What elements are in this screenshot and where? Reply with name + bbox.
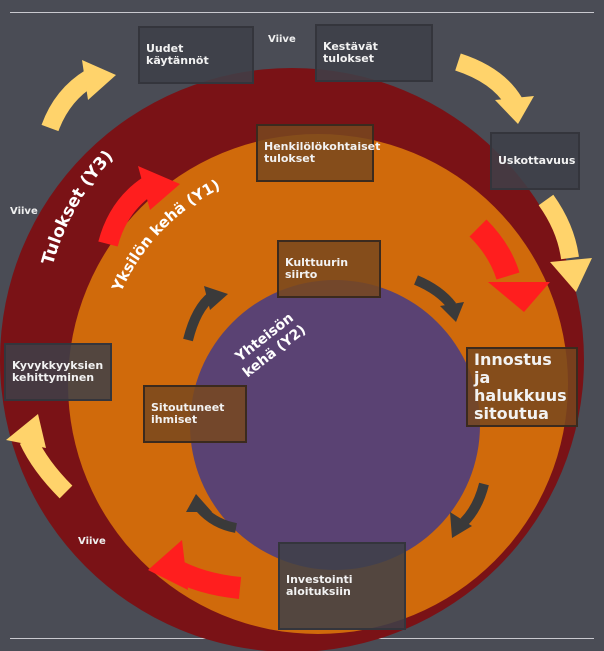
dark-arrow-bottom-left <box>186 494 238 533</box>
box-uudet-kaytannot: Uudet käytännöt <box>138 26 254 84</box>
top-divider <box>10 12 594 13</box>
box-kyvykkyyksien-kehittyminen: Kyvykkyyksien kehittyminen <box>4 343 112 401</box>
dark-arrow-top <box>183 286 228 342</box>
delay-label-left: Viive <box>10 206 38 217</box>
red-arrow-bottom-left <box>148 540 242 599</box>
box-sitoutuneet-ihmiset: Sitoutuneet ihmiset <box>143 385 247 443</box>
dark-arrow-right <box>450 482 489 538</box>
red-arrow-right <box>469 219 550 312</box>
yellow-arrow-top-left <box>41 60 116 132</box>
dark-arrow-top-right <box>414 275 464 322</box>
inner-circle <box>190 280 480 570</box>
box-uskottavuus: Uskottavuus <box>490 132 580 190</box>
box-henkilokohtaiset-tulokset: Henkilölökohtaiset tulokset <box>256 124 380 182</box>
red-arrow-top-left <box>98 166 180 247</box>
yellow-arrow-top-right <box>455 53 534 124</box>
box-kestavat-tulokset: Kestävät tulokset <box>315 24 433 82</box>
box-innostus-ja-halukkuus: Innostus ja halukkuus sitoutua <box>466 347 578 427</box>
yellow-arrow-left <box>6 414 73 499</box>
box-kulttuurin-siirto: Kulttuurin siirto <box>277 240 381 298</box>
delay-label-top: Viive <box>268 34 296 45</box>
delay-label-bottom: Viive <box>78 536 106 547</box>
box-investointi-aloituksiin: Investointi aloituksiin <box>278 542 406 630</box>
yellow-arrow-right <box>538 194 592 292</box>
